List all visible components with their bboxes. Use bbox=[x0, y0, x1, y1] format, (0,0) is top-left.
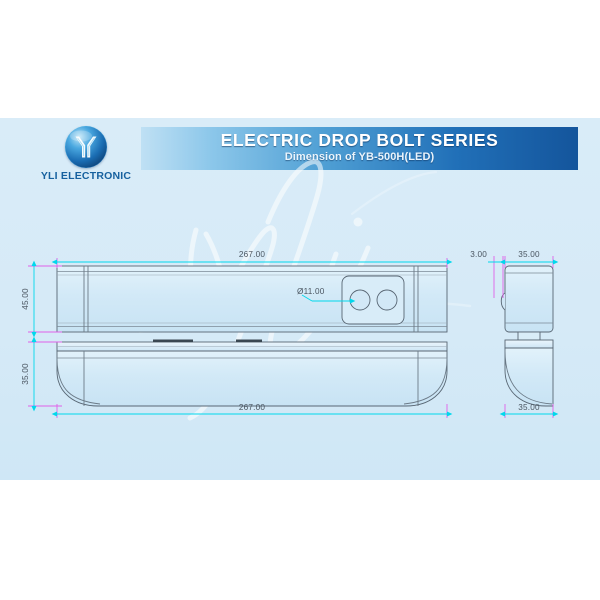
height-lower-label: 35.00 bbox=[21, 363, 30, 385]
banner-title: ELECTRIC DROP BOLT SERIES bbox=[220, 130, 499, 150]
side-depth-bottom-label: 35.00 bbox=[518, 403, 540, 412]
dimension-side-depth-top: 35.00 bbox=[499, 250, 559, 268]
detail-tab bbox=[236, 339, 262, 343]
sheet-header: YLI ELECTRONIC ELECTRIC DROP BOLT SERIES… bbox=[0, 118, 600, 190]
banner-subtitle: Dimension of YB-500H(LED) bbox=[284, 151, 435, 163]
mounting-hole bbox=[376, 289, 398, 311]
side-thickness-label: 3.00 bbox=[470, 250, 487, 259]
technical-drawing: Ø11.00 bbox=[21, 159, 559, 421]
length-top-label: 267.00 bbox=[239, 250, 265, 259]
view-side-bottom bbox=[504, 339, 554, 407]
dimension-height-lower: 35.00 bbox=[21, 336, 62, 412]
mounting-hole bbox=[349, 289, 371, 311]
view-front bbox=[56, 339, 448, 407]
length-bottom-label: 267.00 bbox=[239, 403, 265, 412]
detail-tab bbox=[153, 339, 193, 343]
height-upper-label: 45.00 bbox=[21, 288, 30, 310]
title-banner: ELECTRIC DROP BOLT SERIES Dimension of Y… bbox=[141, 127, 578, 170]
drawing-sheet: YLI ELECTRONIC ELECTRIC DROP BOLT SERIES… bbox=[0, 118, 600, 480]
company-name: YLI ELECTRONIC bbox=[40, 170, 132, 182]
dimension-hole-diameter: Ø11.00 bbox=[297, 287, 356, 304]
side-depth-top-label: 35.00 bbox=[518, 250, 540, 259]
dimension-side-thickness: 3.00 bbox=[470, 250, 509, 298]
dimension-length-top: 267.00 bbox=[51, 250, 453, 268]
yli-y-monogram-icon bbox=[65, 126, 107, 168]
view-top: Ø11.00 bbox=[56, 265, 448, 333]
dimension-side-depth-bottom: 35.00 bbox=[499, 403, 559, 418]
hole-diameter-label: Ø11.00 bbox=[297, 287, 325, 296]
mounting-plate bbox=[341, 275, 405, 325]
dimension-height-upper: 45.00 bbox=[21, 260, 62, 338]
company-logo: YLI ELECTRONIC bbox=[34, 126, 138, 188]
view-side-top bbox=[500, 265, 554, 341]
